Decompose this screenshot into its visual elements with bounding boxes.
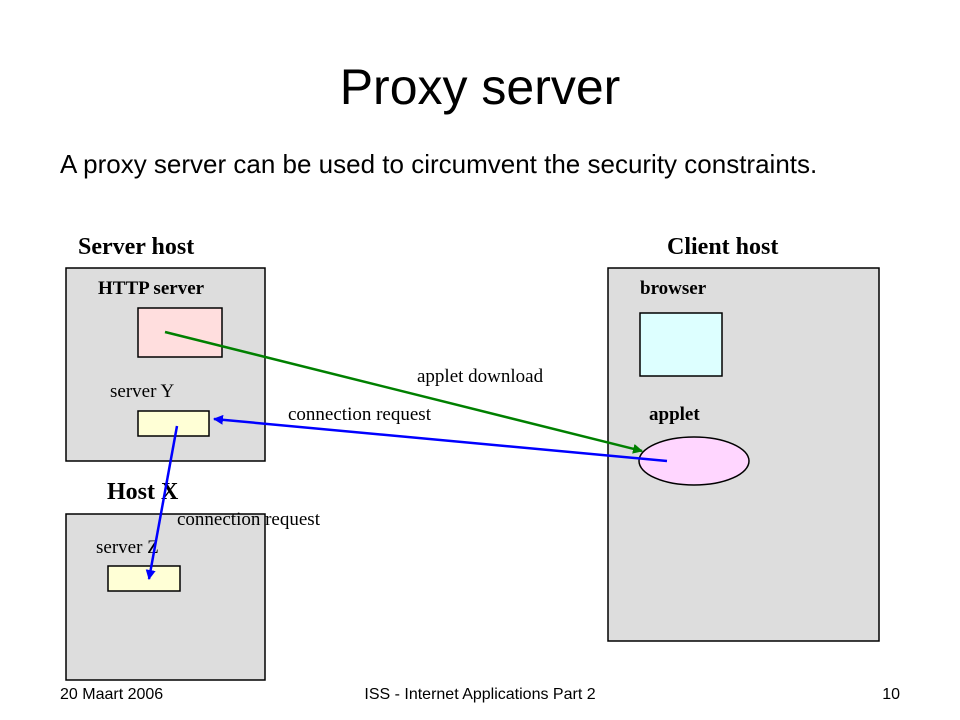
footer-date: 20 Maart 2006 <box>60 686 164 703</box>
http-server-label: HTTP server <box>98 278 205 299</box>
host-x-box <box>65 513 266 681</box>
connection-request-label-2: connection request <box>177 509 321 530</box>
server-y-label: server Y <box>110 381 174 402</box>
host-x-title: Host X <box>107 479 179 505</box>
server-y-box <box>137 410 210 437</box>
http-server-box <box>137 307 223 358</box>
applet-ellipse <box>638 436 750 486</box>
slide-title: Proxy server <box>339 59 621 115</box>
server-z-label: server Z <box>96 537 159 558</box>
browser-box <box>639 312 723 377</box>
browser-label: browser <box>640 278 707 299</box>
connection-request-arrow-1 <box>213 414 668 463</box>
applet-download-label: applet download <box>417 366 544 387</box>
client-host-title: Client host <box>667 234 778 260</box>
server-z-box <box>107 565 181 592</box>
connection-request-arrow-2 <box>145 425 179 580</box>
applet-download-arrow <box>164 330 643 454</box>
bullet-text: A proxy server can be used to circumvent… <box>60 149 818 179</box>
connection-request-label-1: connection request <box>288 404 432 425</box>
footer-page-number: 10 <box>882 686 900 703</box>
footer-course: ISS - Internet Applications Part 2 <box>364 686 596 703</box>
server-host-title: Server host <box>78 234 194 260</box>
applet-label: applet <box>649 404 700 425</box>
